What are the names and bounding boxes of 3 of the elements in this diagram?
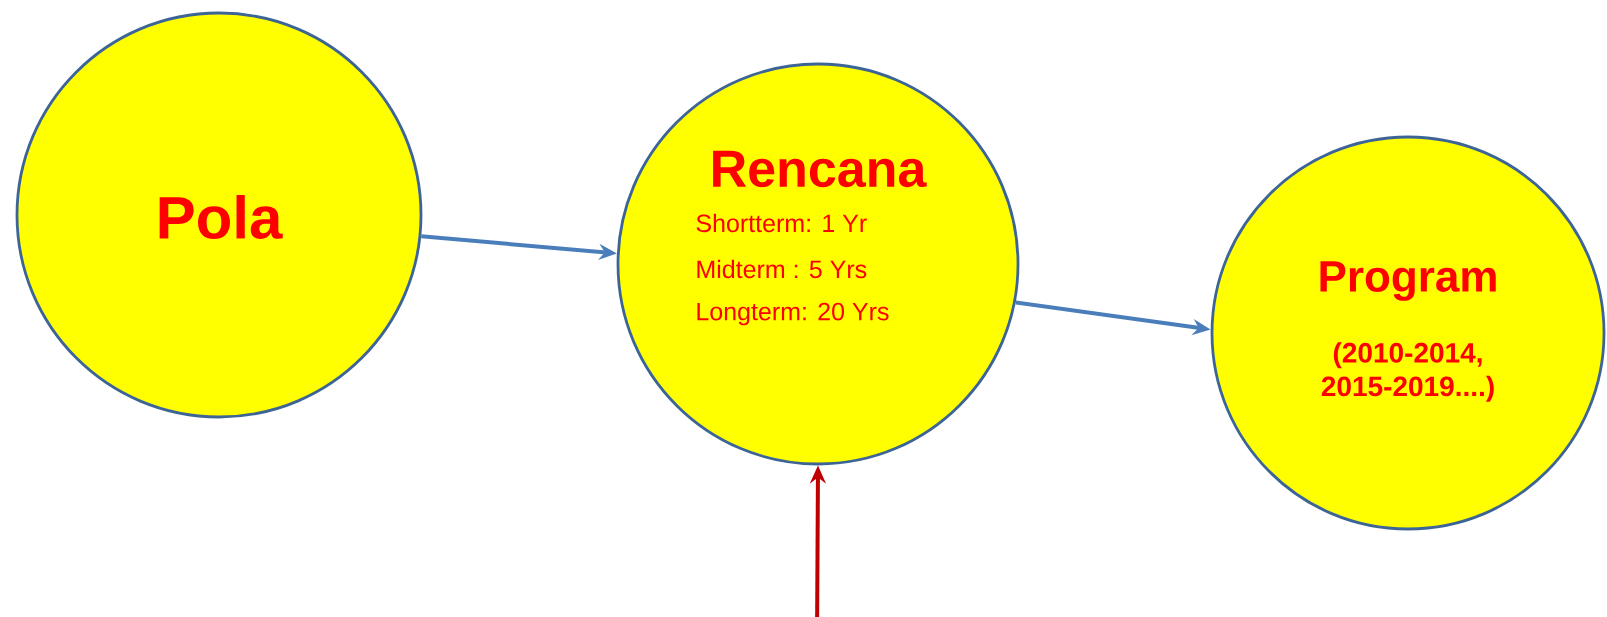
circle-node: Pola [15, 11, 423, 419]
circle-node: Rencana Shortterm: 1 Yr Midterm : 5 Yrs Longterm: 20 Yrs [616, 62, 1020, 466]
circle-node: Program (2010-2014, 2015-2019....) [1210, 135, 1606, 531]
